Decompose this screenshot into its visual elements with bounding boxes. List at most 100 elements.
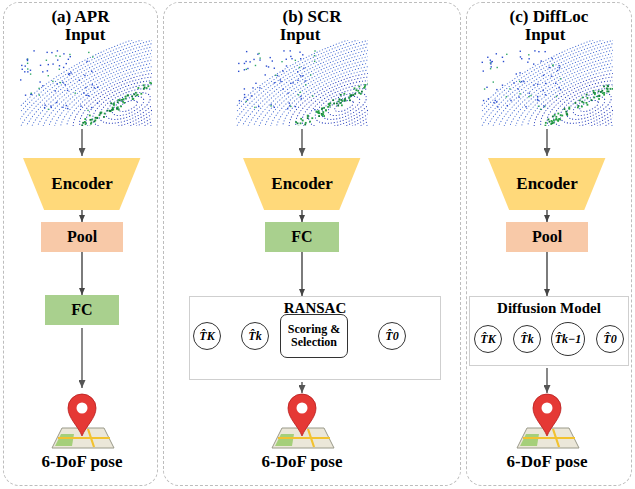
scan-ring [481, 40, 613, 126]
panel-title: (c) DiffLoc [467, 7, 631, 27]
point [493, 102, 494, 103]
block-label: T̂0 [385, 330, 398, 342]
point [59, 69, 60, 70]
point [325, 109, 327, 111]
point [323, 115, 325, 117]
point [246, 51, 247, 52]
point [545, 122, 547, 124]
point [482, 62, 483, 63]
point [252, 87, 253, 88]
point [568, 108, 570, 110]
scan-ring [20, 40, 152, 126]
point [587, 97, 589, 99]
point [598, 95, 600, 97]
point [530, 95, 531, 96]
point [490, 59, 491, 60]
point [593, 90, 595, 92]
point [277, 75, 278, 76]
point [92, 56, 93, 57]
point [321, 114, 323, 116]
point [496, 89, 497, 90]
scan-ring [265, 48, 368, 126]
point [600, 91, 602, 93]
point [304, 124, 306, 126]
point [246, 69, 247, 70]
point [85, 123, 87, 125]
point [68, 59, 69, 60]
point [280, 79, 281, 80]
scan-ring [510, 48, 613, 126]
point [295, 60, 296, 61]
point [20, 79, 21, 80]
output-label: 6-DoF pose [261, 452, 342, 472]
point [89, 126, 91, 127]
fc-block: FC [45, 295, 119, 325]
point [318, 112, 320, 114]
scan-ring [236, 40, 368, 126]
point [111, 109, 113, 111]
point [39, 94, 40, 95]
flow-arrow [546, 368, 547, 393]
point [367, 83, 368, 85]
point [272, 60, 273, 61]
point [22, 69, 23, 70]
point [291, 58, 292, 59]
scan-ring [272, 54, 368, 126]
point [104, 113, 106, 115]
scan-ring [41, 43, 152, 126]
point [340, 102, 342, 104]
block-label: T̂K [480, 333, 495, 345]
point [270, 57, 271, 58]
point [543, 75, 544, 76]
point [239, 100, 240, 101]
point [560, 89, 561, 90]
point [27, 58, 28, 59]
map-road [308, 429, 314, 447]
map-park [275, 434, 294, 446]
point [282, 89, 283, 90]
point [48, 109, 49, 110]
point [30, 73, 31, 74]
point [497, 106, 498, 107]
point [564, 108, 566, 110]
point [495, 100, 496, 101]
point [537, 96, 538, 97]
point [287, 93, 288, 94]
point [251, 95, 252, 96]
point-cloud [20, 40, 152, 126]
point [70, 56, 71, 57]
point [257, 53, 258, 54]
point [551, 58, 552, 59]
flow-arrow [546, 252, 547, 296]
point [298, 94, 299, 95]
point [528, 54, 529, 55]
point [528, 58, 529, 59]
point [358, 86, 360, 88]
point [21, 65, 22, 66]
point [594, 93, 596, 95]
point [244, 97, 245, 98]
panel-title: (a) APR [4, 7, 157, 27]
flow-arrow [301, 129, 302, 156]
point [122, 101, 124, 103]
point [258, 53, 259, 54]
point [316, 111, 318, 113]
map-road [523, 437, 575, 439]
point [607, 85, 609, 87]
point [57, 50, 58, 51]
point [59, 56, 60, 57]
point [68, 74, 69, 75]
point [109, 110, 111, 112]
point [587, 104, 589, 106]
pose-circle: T̂0 [378, 322, 406, 350]
point [307, 117, 309, 119]
point [490, 66, 491, 67]
point [270, 105, 271, 106]
point [537, 99, 538, 100]
point [259, 87, 260, 88]
point [502, 85, 503, 86]
point [549, 121, 551, 123]
point [113, 104, 115, 106]
point [70, 72, 71, 73]
point [247, 99, 248, 100]
